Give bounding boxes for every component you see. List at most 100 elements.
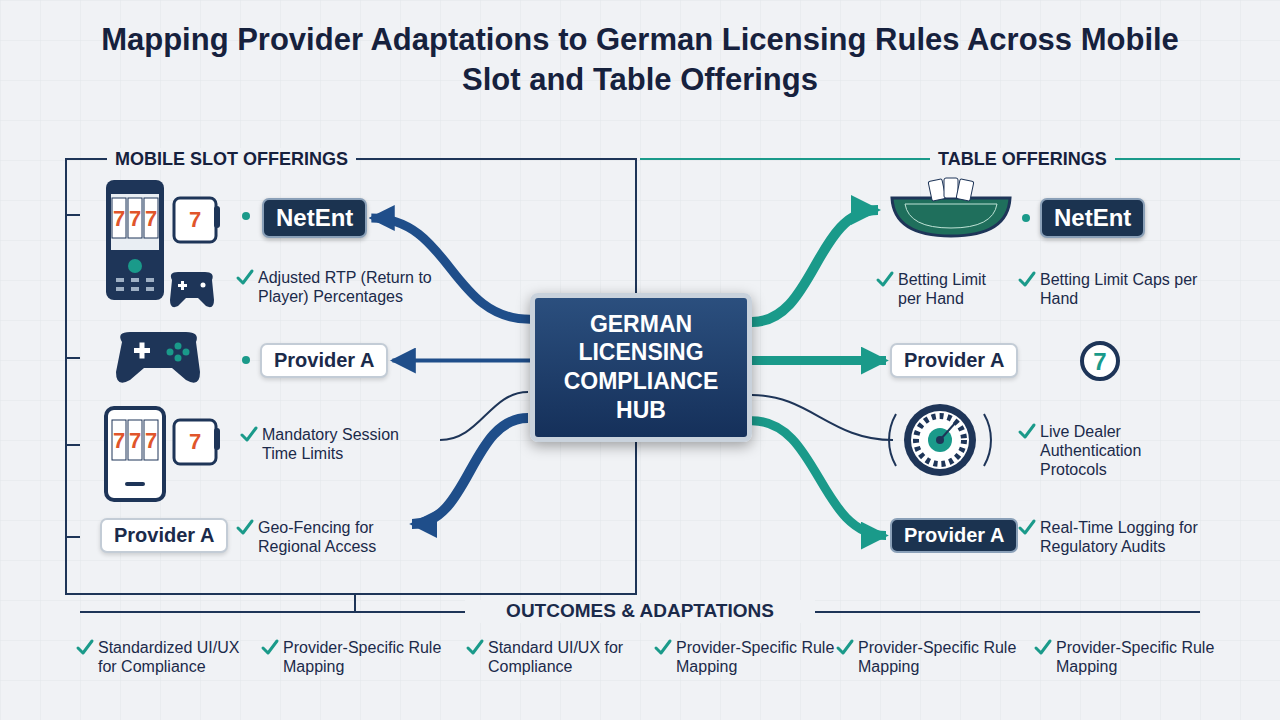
slot-phone <box>106 408 164 500</box>
check-mark <box>78 641 92 653</box>
drawing-part <box>116 278 124 282</box>
drawing-part <box>242 212 250 220</box>
drawing-part <box>242 356 250 364</box>
drawing-part <box>174 420 216 464</box>
blackjack-table <box>892 178 1010 236</box>
section-heading: TABLE OFFERINGS <box>930 148 1115 170</box>
leader-line <box>752 395 893 440</box>
drawing-part <box>111 194 159 250</box>
connector-arrow <box>752 421 886 536</box>
drawing-part <box>905 204 997 228</box>
provider-badge: NetEnt <box>1040 198 1145 238</box>
provider-badge: Provider A <box>260 343 388 378</box>
adaptation-note: Real-Time Logging for Regulatory Audits <box>1040 518 1230 556</box>
check-marks <box>78 271 1050 653</box>
hub-box: GERMAN LICENSING COMPLIANCE HUB <box>530 293 752 442</box>
diagram-title: Mapping Provider Adaptations to German L… <box>90 20 1190 101</box>
check-mark <box>1020 425 1034 437</box>
adaptation-note: Betting Limit per Hand <box>898 270 1010 308</box>
drawing-part <box>1082 343 1118 379</box>
check-mark <box>468 641 482 653</box>
drawing-part <box>183 349 190 356</box>
drawing-part <box>112 420 126 460</box>
adaptation-note: Provider-Specific Rule Mapping <box>1056 638 1216 676</box>
drawing-part <box>984 414 991 466</box>
check-mark <box>878 273 892 285</box>
flow-arrow <box>752 210 878 322</box>
check-mark <box>838 641 852 653</box>
drawing-part <box>892 198 1010 236</box>
leader-line <box>440 392 528 440</box>
check-mark <box>242 428 256 440</box>
adaptation-note: Provider-Specific Rule Mapping <box>858 638 1018 676</box>
provider-badge: Provider A <box>890 518 1018 553</box>
drawing-part <box>144 420 158 460</box>
drawing-part <box>65 444 80 446</box>
provider-badge: NetEnt <box>262 198 367 238</box>
adaptation-note: Adjusted RTP (Return to Player) Percenta… <box>258 268 458 306</box>
row-ticks <box>65 215 80 537</box>
slot-icon <box>174 420 220 464</box>
drawing-part <box>170 272 214 307</box>
node-text: Provider A <box>274 349 374 372</box>
provider-badge: Provider A <box>100 518 228 553</box>
drawing-part <box>904 404 976 476</box>
check-mark <box>1020 521 1034 533</box>
adaptation-note: Standard UI/UX for Compliance <box>488 638 648 676</box>
drawing-part <box>106 180 164 300</box>
drawing-part <box>65 536 80 538</box>
roulette-wheel <box>889 404 991 476</box>
node-text: Provider A <box>114 524 214 547</box>
adaptation-note: Geo-Fencing for Regional Access <box>258 518 394 556</box>
reel-symbol: 7 <box>181 209 209 231</box>
drawing-part <box>146 287 154 291</box>
drawing-part <box>140 343 145 359</box>
drawing-part <box>65 357 80 359</box>
drawing-part <box>106 408 164 500</box>
chip-icon <box>1082 343 1118 379</box>
drawing-part <box>131 287 139 291</box>
adaptation-note: Standardized UI/UX for Compliance <box>98 638 258 676</box>
reel-symbol: 7 <box>128 430 142 452</box>
node-text: NetEnt <box>1054 204 1131 232</box>
slot-phone <box>106 180 164 300</box>
adaptation-note: Mandatory Session Time Limits <box>262 425 432 463</box>
drawing-part <box>354 595 356 612</box>
node-text: GERMAN LICENSING COMPLIANCE HUB <box>545 310 737 425</box>
check-mark <box>238 271 252 283</box>
connector-arrow <box>752 356 886 365</box>
drawing-part <box>1022 214 1030 222</box>
drawing-part <box>175 343 182 350</box>
node-text: NetEnt <box>276 204 353 232</box>
drawing-part <box>214 206 220 228</box>
drawing-part <box>144 198 158 238</box>
drawing-part <box>146 278 154 282</box>
drawing-part <box>128 198 142 238</box>
reel-symbol: 7 <box>128 208 142 230</box>
flow-arrow <box>412 418 528 524</box>
drawing-part <box>916 416 964 464</box>
adaptation-note: Betting Limit Caps per Hand <box>1040 270 1215 308</box>
adaptation-note: Live Dealer Authentication Protocols <box>1040 422 1190 480</box>
drawing-part <box>214 428 220 450</box>
drawing-part <box>956 179 974 201</box>
reel-symbol: 7 <box>144 430 158 452</box>
drawing-part <box>65 214 80 216</box>
drawing-part <box>125 482 145 486</box>
reel-symbol: 7 <box>112 430 126 452</box>
gamepad-icon <box>170 272 214 307</box>
drawing-part <box>928 179 946 201</box>
check-mark <box>238 521 252 533</box>
reel-symbol: 7 <box>144 208 158 230</box>
drawing-part <box>911 411 969 469</box>
reel-symbol: 7 <box>181 431 209 453</box>
drawing-part <box>944 178 958 198</box>
check-mark <box>1020 273 1034 285</box>
drawing-part <box>128 259 142 273</box>
drawing-part <box>116 287 124 291</box>
drawing-part <box>201 283 206 288</box>
drawing-part <box>940 422 956 440</box>
node-text: Provider A <box>904 349 1004 372</box>
drawing-part <box>175 355 182 362</box>
